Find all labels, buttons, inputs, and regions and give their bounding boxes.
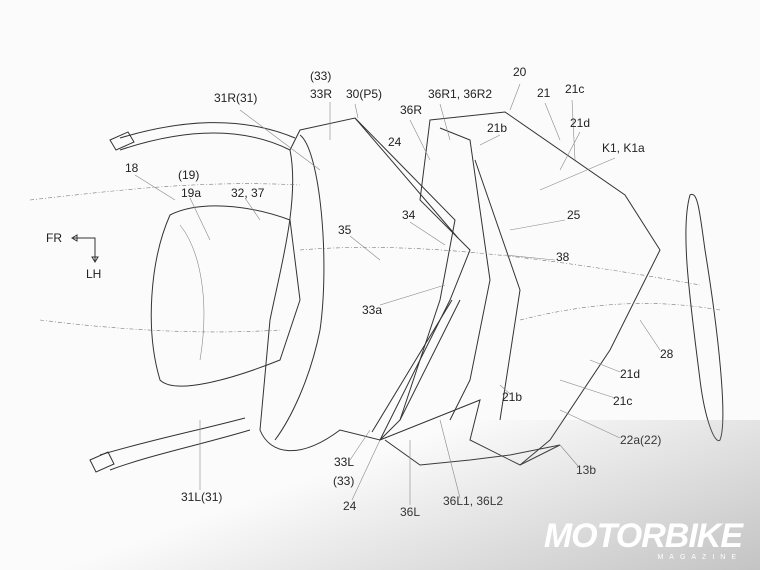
label-fr: FR	[46, 231, 62, 245]
zipper	[354, 117, 459, 433]
label-28: 28	[660, 347, 674, 361]
motorbike-magazine-logo: MOTORBIKE MAGAZINE	[543, 517, 743, 562]
grip-left	[89, 451, 115, 473]
label-30p5: 30(P5)	[346, 87, 382, 101]
label-33r: 33R	[310, 87, 332, 101]
label-22a: 22a(22)	[620, 433, 661, 447]
label-32-37: 32, 37	[231, 186, 265, 200]
label-36l: 36L	[400, 505, 420, 519]
label-21b-bottom: 21b	[502, 390, 522, 404]
handlebar-right	[119, 122, 296, 151]
label-20: 20	[513, 65, 527, 79]
label-36l1: 36L1, 36L2	[443, 494, 503, 508]
label-34: 34	[402, 208, 416, 222]
logo-text: MOTORBIKE	[543, 517, 743, 555]
rear-wheel	[685, 193, 724, 442]
seat	[150, 205, 301, 387]
logo-subtext: MAGAZINE	[657, 554, 742, 561]
label-35: 35	[338, 223, 352, 237]
label-33-bottom: (33)	[333, 474, 354, 488]
grip-right	[109, 131, 135, 151]
label-31l: 31L(31)	[181, 490, 222, 504]
label-33a: 33a	[362, 303, 382, 317]
label-13b: 13b	[576, 463, 596, 477]
bag-30	[259, 117, 456, 452]
label-21b: 21b	[487, 121, 507, 135]
label-21d-bottom: 21d	[620, 367, 640, 381]
label-19: (19)	[178, 168, 199, 182]
label-18: 18	[125, 161, 139, 175]
label-19a: 19a	[181, 186, 201, 200]
label-21c-bottom: 21c	[613, 394, 632, 408]
handlebar-left	[99, 417, 251, 471]
label-36r1: 36R1, 36R2	[428, 87, 492, 101]
label-21c: 21c	[565, 82, 584, 96]
label-24-bottom: 24	[343, 499, 357, 513]
label-21d: 21d	[570, 116, 590, 130]
label-21: 21	[537, 86, 551, 100]
label-k1: K1, K1a	[602, 141, 645, 155]
label-36r: 36R	[400, 103, 422, 117]
frame-13b	[384, 299, 561, 466]
label-25: 25	[567, 208, 581, 222]
label-33: (33)	[310, 69, 331, 83]
direction-arrows	[71, 234, 99, 263]
label-33l: 33L	[334, 455, 354, 469]
label-24: 24	[388, 135, 402, 149]
label-lh: LH	[86, 267, 101, 281]
label-31r: 31R(31)	[214, 91, 257, 105]
label-38: 38	[556, 250, 570, 264]
